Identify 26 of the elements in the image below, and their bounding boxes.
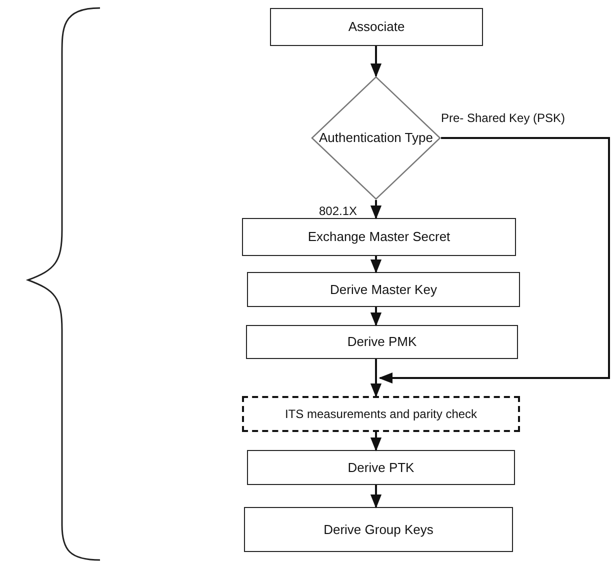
arrow [370,432,382,452]
arrow [370,307,382,326]
step-text: ITS measurements and parity check [284,406,478,422]
decision-diamond [311,76,441,200]
arrow [370,359,382,398]
process-box [244,507,513,552]
decision-text: Authentication Type [319,130,433,146]
edge-label: 802.1X [318,204,358,218]
step-text: Associate [348,19,405,35]
arrow [370,256,382,274]
step-text: Derive Group Keys [324,522,434,538]
arrow [370,485,382,508]
edge-label: Pre- Shared Key (PSK) [440,111,566,125]
arrow [370,46,382,78]
process-box [270,8,483,46]
process-box [247,272,520,307]
process-box [246,325,518,359]
step-text: Exchange Master Secret [308,229,450,245]
arrow [370,200,382,220]
dashed-process-box [242,396,520,432]
step-text: Derive Master Key [330,282,437,298]
arrow [378,137,610,384]
step-text: Derive PMK [347,334,417,350]
step-text: Derive PTK [348,460,414,476]
process-box [242,218,516,256]
process-box [247,450,515,485]
